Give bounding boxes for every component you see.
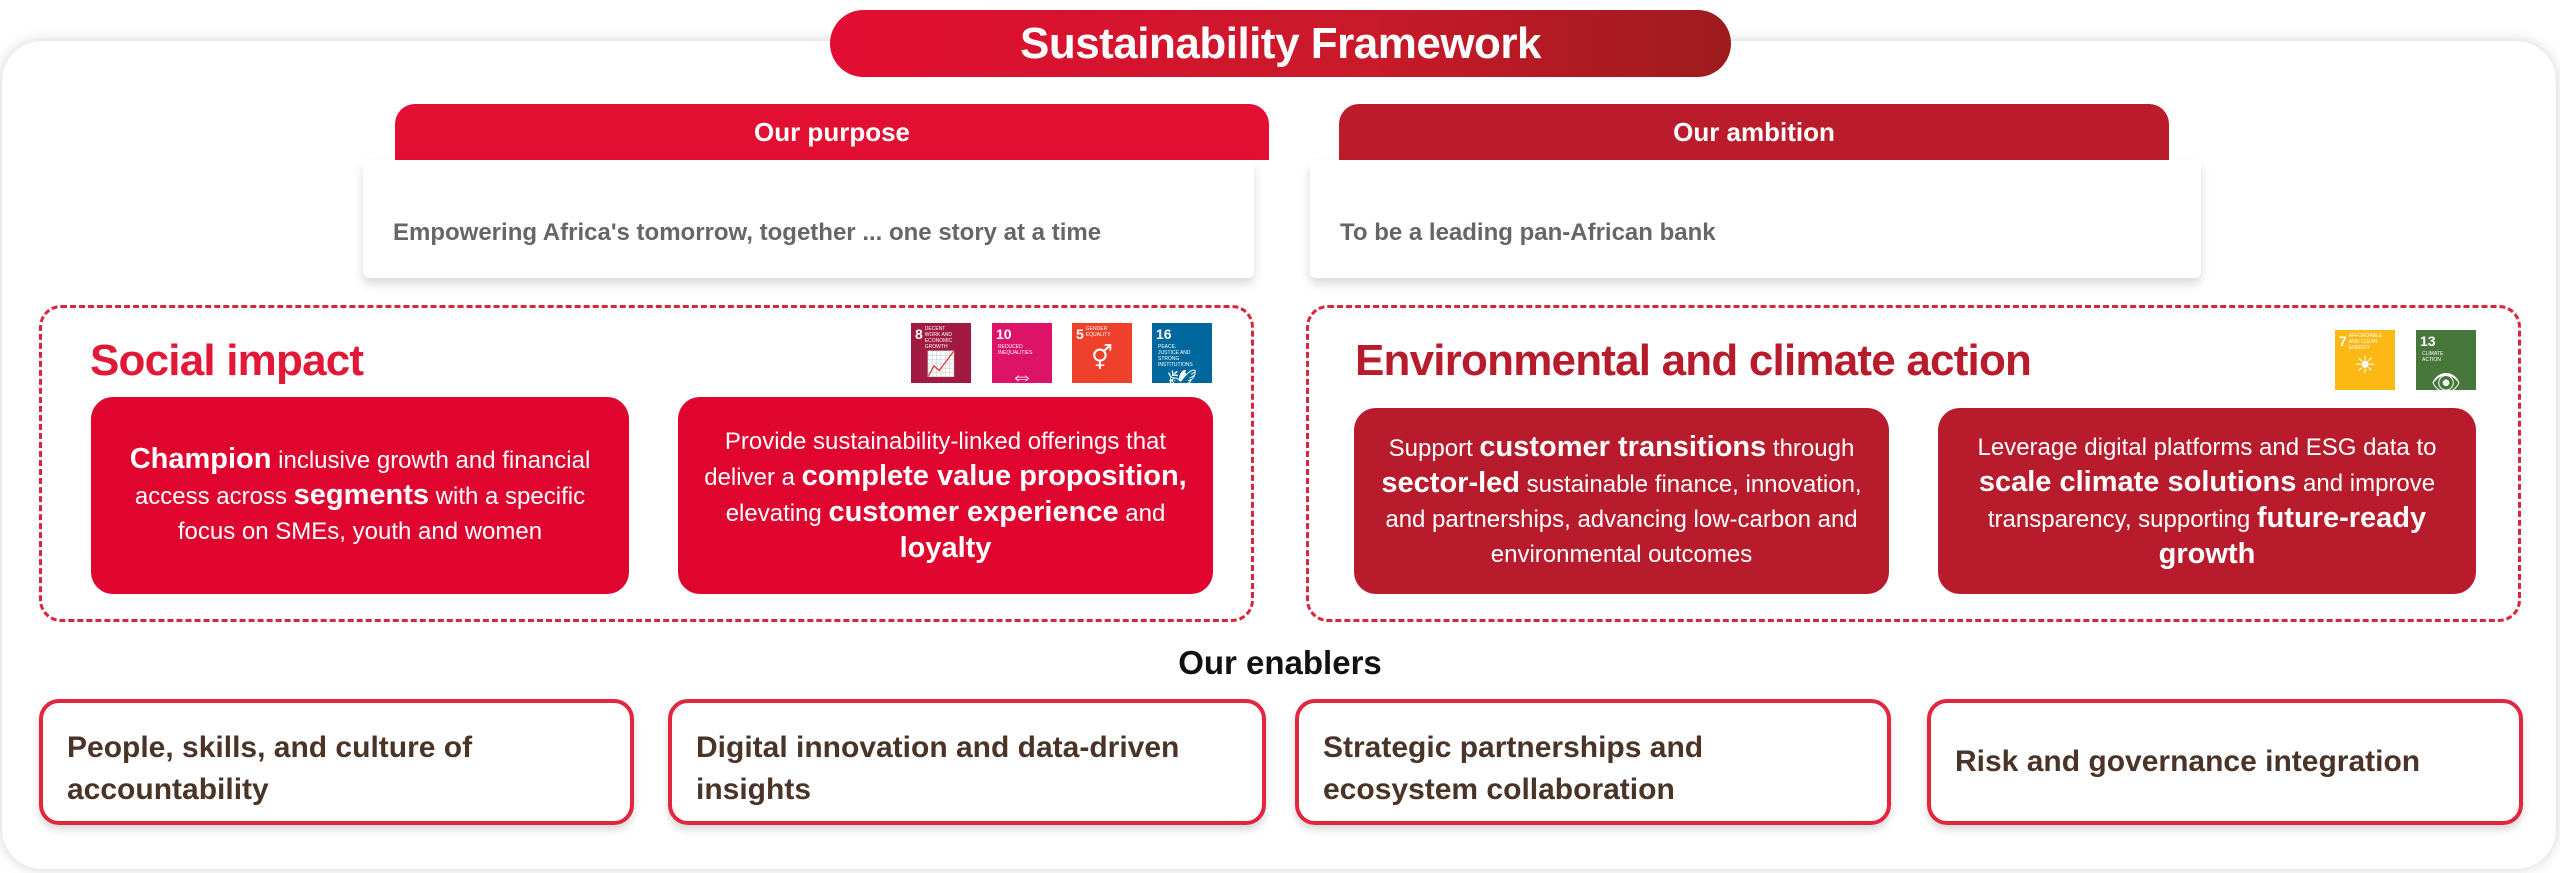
sdg-glyph: ☀ (2354, 352, 2376, 379)
body-text: Provide sustainability-linked offerings … (704, 428, 1167, 491)
sdg-13-icon: 13CLIMATE ACTION 👁 (2416, 330, 2476, 390)
body-text: and (1118, 500, 1166, 527)
ambition-header: Our ambition (1339, 104, 2169, 186)
social-impact-title: Social impact (90, 336, 364, 385)
emphasis-text: future-ready growth (2158, 501, 2427, 570)
emphasis-text: loyalty (899, 532, 992, 564)
enablers-title: Our enablers (1178, 644, 1382, 681)
card-text: Provide sustainability-linked offerings … (704, 424, 1187, 567)
env-card-climate-solutions: Leverage digital platforms and ESG data … (1938, 408, 2476, 594)
enabler-risk: Risk and governance integration (1927, 699, 2523, 825)
body-text: Leverage digital platforms and ESG data … (1977, 433, 2437, 461)
sdg-number: 8 (915, 326, 923, 342)
emphasis-text: customer experience (828, 496, 1119, 528)
social-card-inclusive-growth: Champion inclusive growth and financial … (91, 397, 629, 594)
sdg-number: 7 (2339, 333, 2347, 349)
sdg-number: 10 (996, 326, 1012, 342)
body-text: through (1766, 435, 1855, 462)
sdg-glyph: ⚥ (1091, 345, 1113, 372)
purpose-header: Our purpose (395, 104, 1269, 186)
social-card-offerings: Provide sustainability-linked offerings … (678, 397, 1213, 594)
emphasis-text: scale climate solutions (1978, 465, 2297, 498)
enabler-people: People, skills, and culture of accountab… (39, 699, 634, 825)
sdg-number: 13 (2420, 333, 2436, 349)
environment-section (1306, 305, 2521, 622)
sdg-glyph: 🕊 (1166, 369, 1198, 383)
page-title: Sustainability Framework (830, 10, 1731, 77)
environment-title: Environmental and climate action (1355, 336, 2032, 385)
sdg-label: DECENT WORK AND ECONOMIC GROWTH (924, 326, 953, 350)
sdg-label: PEACE, JUSTICE AND STRONG INSTITUTIONS (1158, 344, 1193, 368)
sdg-glyph: 👁 (2430, 370, 2462, 390)
body-text: with a specific focus on SMEs, youth and… (177, 483, 586, 545)
sdg-label: REDUCED INEQUALITIES (998, 344, 1033, 356)
body-text: inclusive growth and financial access ac… (134, 447, 591, 510)
body-text: sustainable finance, innovation, and par… (1385, 471, 1862, 568)
sdg-number: 16 (1156, 326, 1172, 342)
sdg-label: CLIMATE ACTION (2422, 351, 2444, 363)
sdg-16-icon: 16PEACE, JUSTICE AND STRONG INSTITUTIONS… (1152, 323, 1212, 383)
sdg-glyph: ⇔ (1010, 363, 1034, 383)
purpose-text: Empowering Africa's tomorrow, together .… (363, 160, 1254, 278)
body-text: Support (1388, 435, 1480, 462)
emphasis-text: sector-led (1381, 467, 1521, 499)
body-text: elevating (725, 500, 829, 527)
emphasis-text: complete value proposition, (801, 460, 1187, 492)
sdg-10-icon: 10REDUCED INEQUALITIES ⇔ (992, 323, 1052, 383)
sdg-label: GENDER EQUALITY (1085, 326, 1111, 338)
card-text: Support customer transitions through sec… (1380, 430, 1863, 572)
body-text: and improve transparency, supporting (1987, 469, 2436, 533)
env-card-customer-transitions: Support customer transitions through sec… (1354, 408, 1889, 594)
emphasis-text: customer transitions (1479, 431, 1767, 463)
sdg-number: 5 (1076, 326, 1084, 342)
social-impact-section (39, 305, 1254, 622)
sdg-label: AFFORDABLE AND CLEAN ENERGY (2348, 333, 2383, 351)
emphasis-text: segments (293, 479, 430, 511)
enabler-digital: Digital innovation and data-driven insig… (668, 699, 1266, 825)
card-text: Leverage digital platforms and ESG data … (1964, 430, 2450, 573)
enabler-partnerships: Strategic partnerships and ecosystem col… (1295, 699, 1891, 825)
emphasis-text: Champion (129, 443, 272, 475)
sdg-glyph: 📈 (926, 351, 956, 378)
ambition-text: To be a leading pan-African bank (1310, 160, 2201, 278)
card-text: Champion inclusive growth and financial … (117, 442, 603, 549)
